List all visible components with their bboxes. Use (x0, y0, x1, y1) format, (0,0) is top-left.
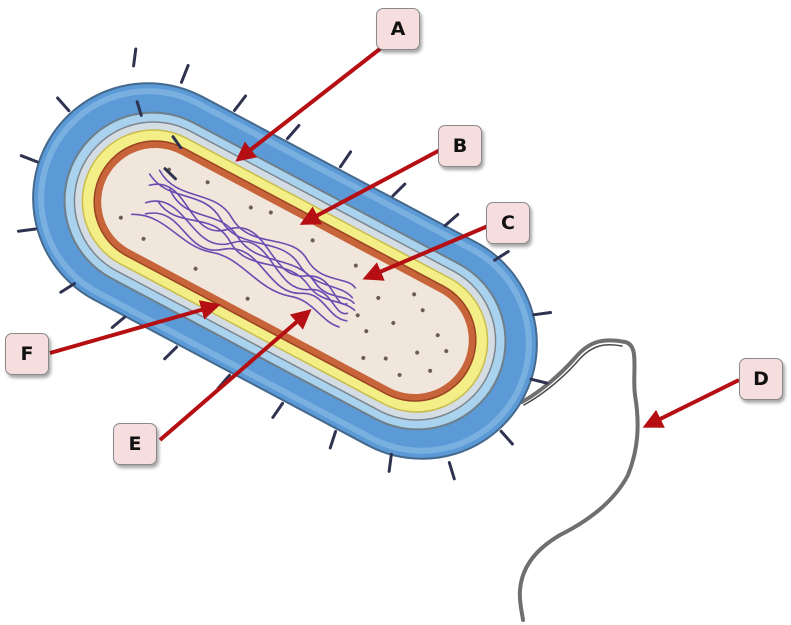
label-f-text: F (20, 343, 34, 365)
arrow-c (362, 224, 489, 281)
arrow-b (299, 148, 441, 225)
label-c: C (486, 202, 530, 244)
cell-body (16, 47, 553, 481)
arrow-f (49, 300, 221, 355)
arrow-e (158, 309, 312, 442)
flagellum (517, 338, 640, 622)
pili (16, 47, 553, 481)
label-b: B (438, 125, 482, 167)
label-c-text: C (501, 212, 515, 234)
nucleoid-dna (130, 169, 357, 328)
label-a: A (376, 8, 420, 50)
label-e-text: E (128, 433, 142, 455)
label-b-text: B (452, 135, 468, 157)
cytoplasm (101, 147, 469, 395)
flagellum-shadow (523, 343, 623, 406)
capsule-highlight (38, 88, 532, 454)
label-f: F (5, 333, 49, 375)
label-d-text: D (753, 368, 769, 390)
arrow-a (235, 43, 387, 162)
label-e: E (113, 423, 157, 465)
label-a-text: A (390, 18, 406, 40)
label-d: D (739, 358, 783, 400)
arrow-d (642, 378, 740, 428)
ribosomes (118, 167, 449, 377)
